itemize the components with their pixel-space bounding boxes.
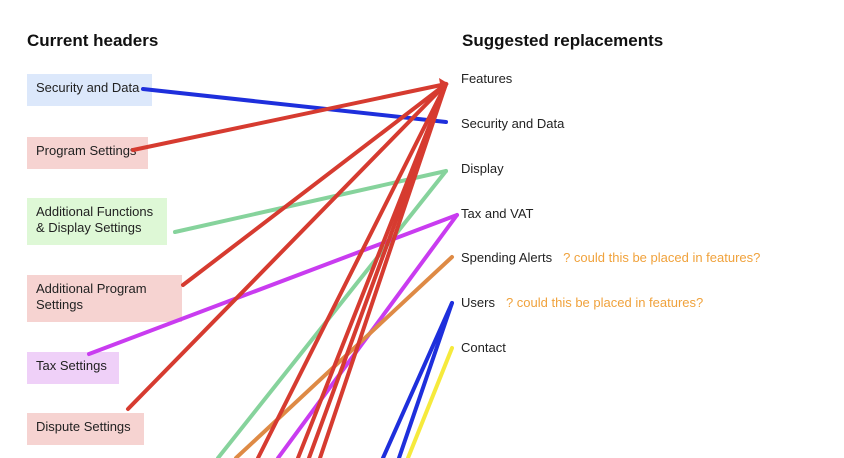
replacement-label: Contact: [461, 340, 506, 355]
replacement-label: Security and Data: [461, 116, 565, 131]
replacement-spending-alerts[interactable]: Spending Alerts ? could this be placed in…: [461, 250, 760, 265]
suggested-replacements-title: Suggested replacements: [462, 31, 664, 50]
replacement-note: ? could this be placed in features?: [563, 250, 761, 265]
link-features-offpage-1: [256, 82, 448, 458]
current-header-security-data[interactable]: Security and Data: [27, 74, 152, 106]
replacement-label: Display: [461, 161, 504, 176]
replacement-tax-vat[interactable]: Tax and VAT: [461, 206, 534, 221]
link-program-settings-features: [131, 82, 448, 152]
replacement-note: ? could this be placed in features?: [505, 295, 704, 310]
replacement-label: Spending Alerts: [461, 250, 553, 265]
link-contact: [406, 346, 454, 458]
replacement-label: Users: [461, 295, 495, 310]
replacement-label: Tax and VAT: [461, 206, 534, 221]
link-security-data: [141, 87, 448, 124]
current-header-additional-program-settings[interactable]: Additional Program Settings: [27, 275, 182, 322]
replacement-display[interactable]: Display: [461, 161, 504, 176]
current-header-dispute-settings[interactable]: Dispute Settings: [27, 413, 144, 445]
replacement-security-data[interactable]: Security and Data: [461, 116, 564, 131]
link-users-a: [381, 301, 454, 458]
link-users-b: [397, 301, 454, 458]
replacement-contact[interactable]: Contact: [461, 340, 506, 355]
link-features-offpage-4: [318, 82, 448, 458]
features-arrowhead: [439, 78, 449, 89]
link-tax-settings-tax-vat: [87, 213, 459, 356]
current-header-tax-settings[interactable]: Tax Settings: [27, 352, 119, 384]
replacement-label: Features: [461, 71, 513, 86]
current-header-program-settings[interactable]: Program Settings: [27, 137, 148, 169]
link-additional-functions-display: [173, 169, 448, 234]
replacement-features[interactable]: Features: [461, 71, 512, 86]
link-dispute-settings-features: [126, 82, 448, 411]
link-additional-program-features: [181, 82, 448, 287]
current-headers-title: Current headers: [27, 31, 159, 50]
current-header-additional-functions[interactable]: Additional Functions & Display Settings: [27, 198, 167, 245]
replacement-users[interactable]: Users ? could this be placed in features?: [461, 295, 703, 310]
